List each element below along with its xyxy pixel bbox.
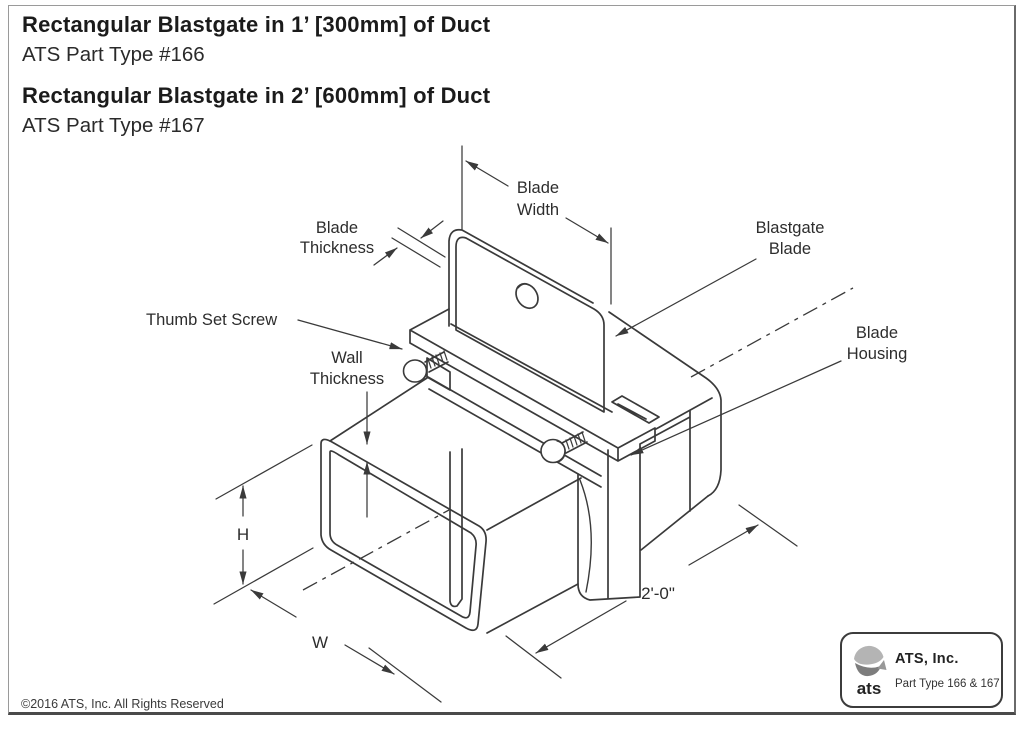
blade-width-label: Blade bbox=[517, 179, 559, 197]
ats-logo-icon bbox=[854, 645, 887, 676]
height-dimension-label: H bbox=[237, 525, 249, 544]
duct-opening-inner bbox=[329, 450, 477, 619]
w-arrow-left bbox=[250, 589, 297, 618]
wall-thickness-label: Wall bbox=[331, 349, 362, 367]
blade-housing-leader bbox=[630, 360, 842, 456]
length-extension-lines bbox=[505, 504, 798, 679]
duct-centerline bbox=[302, 287, 854, 591]
blade-thickness-arrow-lower bbox=[373, 247, 398, 266]
blade-width-extension-lines bbox=[461, 145, 612, 305]
ats-logo: ats bbox=[851, 644, 887, 697]
housing-slot-collar bbox=[611, 395, 660, 424]
housing-lower-flange bbox=[426, 357, 602, 488]
blade-thickness-arrow-upper bbox=[420, 220, 444, 239]
duct-bottom-right-edge bbox=[486, 495, 709, 634]
thumb-set-screw-label: Thumb Set Screw bbox=[146, 311, 277, 329]
blastgate-blade-label: Blastgate bbox=[756, 219, 825, 237]
w-extension-line-right bbox=[368, 647, 442, 703]
duct-corner-curve bbox=[579, 479, 592, 593]
blade-width-arrow-right bbox=[565, 217, 609, 244]
duct-body bbox=[320, 311, 722, 634]
company-name: ATS, Inc. bbox=[895, 650, 959, 667]
width-dimension-label: W bbox=[312, 633, 328, 652]
housing-left-board bbox=[449, 448, 463, 608]
thumb-screw-front bbox=[540, 431, 588, 464]
logo-box-text: ATS, Inc. Part Type 166 & 167 bbox=[895, 651, 1000, 690]
ats-logo-box: ats ATS, Inc. Part Type 166 & 167 bbox=[840, 632, 1003, 708]
part-type-166: ATS Part Type #166 bbox=[22, 43, 205, 67]
housing-top-plate bbox=[409, 308, 656, 462]
w-arrow-right bbox=[344, 644, 395, 675]
blade-thickness-label: Blade bbox=[316, 219, 358, 237]
housing-right-board bbox=[577, 410, 691, 601]
ats-logo-text: ats bbox=[856, 678, 882, 698]
blastgate-blade-label-2: Blade bbox=[769, 240, 811, 258]
thumb-screw-left bbox=[402, 350, 449, 383]
duct-opening-outer bbox=[320, 438, 487, 632]
blade-back-edge bbox=[448, 228, 594, 327]
blade-front-face bbox=[455, 236, 605, 413]
blade-thickness-witness-lines bbox=[391, 227, 446, 268]
blade-hole bbox=[515, 282, 539, 310]
thumb-set-screw-leader bbox=[297, 319, 403, 350]
dimension-lines bbox=[213, 145, 842, 703]
blade-width-arrow-left bbox=[465, 160, 509, 187]
diagram-labels: Blade Width Blade Thickness Thumb Set Sc… bbox=[146, 179, 907, 652]
blade-thickness-label-2: Thickness bbox=[300, 239, 374, 257]
page-title-167: Rectangular Blastgate in 2’ [600mm] of D… bbox=[22, 82, 491, 108]
length-arrow-left bbox=[535, 600, 627, 654]
h-extension-lines bbox=[213, 444, 314, 605]
blastgate-blade-leader bbox=[615, 258, 757, 337]
title-block: Rectangular Blastgate in 1’ [300mm] of D… bbox=[22, 12, 490, 138]
blade-housing-drawing bbox=[409, 308, 691, 608]
blade-housing-label: Blade bbox=[856, 324, 898, 342]
part-type-167: ATS Part Type #167 bbox=[22, 114, 205, 138]
copyright-notice: ©2016 ATS, Inc. All Rights Reserved bbox=[21, 697, 224, 711]
duct-top-left-edge bbox=[329, 377, 428, 442]
part-type-range: Part Type 166 & 167 bbox=[895, 677, 1000, 690]
duct-top-right-edge bbox=[486, 397, 713, 531]
housing-slot-edge bbox=[450, 323, 613, 413]
duct-far-end bbox=[608, 311, 722, 497]
blade-housing-label-2: Housing bbox=[847, 345, 908, 363]
duct-length-dimension-label: 2'-0" bbox=[641, 584, 675, 603]
length-arrow-right bbox=[688, 524, 759, 566]
blade-width-label-2: Width bbox=[517, 201, 559, 219]
page-title-166: Rectangular Blastgate in 1’ [300mm] of D… bbox=[22, 12, 491, 37]
blastgate-blade-drawing bbox=[448, 228, 605, 413]
wall-thickness-label-2: Thickness bbox=[310, 370, 384, 388]
